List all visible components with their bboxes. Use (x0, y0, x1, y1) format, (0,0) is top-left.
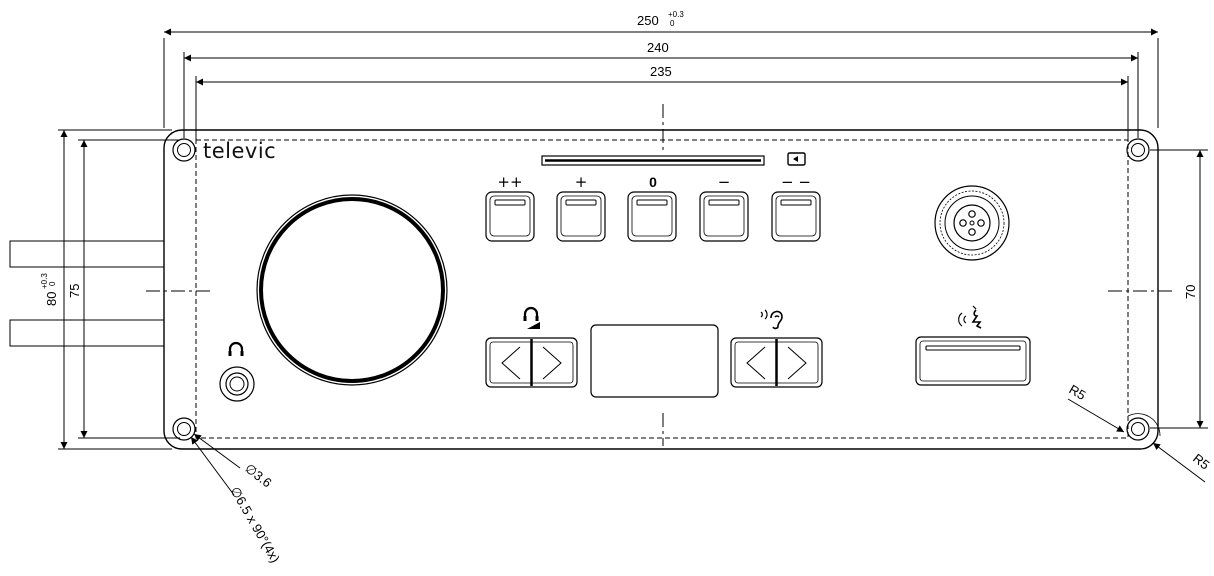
dim-75-label: 75 (67, 284, 82, 298)
mounting-hole-bottom-left (172, 417, 196, 441)
speaker-request-button[interactable] (915, 336, 1031, 386)
dimension-overall-width: 250 +0.3 0 (163, 10, 1159, 128)
dim-235-label: 235 (650, 64, 672, 79)
channel-selector-right[interactable] (730, 337, 823, 388)
speaker-request-icon (958, 305, 982, 329)
annotation-radius-left: R5 (1067, 382, 1125, 433)
headphone-jack[interactable] (219, 366, 255, 402)
hearing-icon (760, 309, 783, 330)
led-bar-display (541, 155, 765, 166)
dimension-inner-height: 75 (67, 139, 180, 439)
button-plus-label: + (575, 173, 588, 191)
dimension-overall-height: 80 +0.3 0 (40, 129, 172, 450)
dimension-hole-spacing: 240 (183, 40, 1139, 138)
headphone-icon (228, 341, 244, 356)
radius-right-label: R5 (1190, 451, 1212, 473)
dim-240-label: 240 (647, 40, 669, 55)
dim-80-tol-plus: +0.3 (40, 273, 49, 289)
dimension-cutout-width: 235 (195, 64, 1129, 142)
annotation-countersink: ∅6.5 x 90°(4x) (190, 436, 283, 565)
dim-250-tol-minus: 0 (670, 19, 675, 28)
button-plus-plus[interactable]: ++ (485, 173, 535, 242)
channel-selector-left[interactable] (485, 337, 578, 388)
button-minus-label: − (718, 173, 731, 191)
left-arrow-icon (787, 152, 806, 166)
panel-outline (163, 129, 1159, 450)
annotation-hole-diameter: ∅3.6 (193, 433, 275, 491)
countersink-label: ∅6.5 x 90°(4x) (227, 484, 283, 565)
button-zero-label: 0 (649, 174, 657, 190)
button-zero[interactable]: 0 (627, 174, 677, 242)
headphone-channel-icon (523, 306, 540, 329)
brand-logo: televic (203, 139, 276, 163)
mounting-bracket (9, 240, 165, 347)
dim-80-tol-minus: 0 (48, 281, 57, 286)
dim-250-label: 250 (637, 13, 659, 28)
mounting-hole-top-right (1126, 138, 1150, 162)
lcd-display (590, 324, 719, 398)
microphone-connector[interactable] (934, 185, 1010, 261)
button-plus-plus-label: ++ (497, 173, 522, 191)
button-minus-minus-label: − − (781, 173, 811, 191)
dimension-hole-spacing-vertical: 70 (1150, 149, 1208, 429)
mounting-hole-bottom-right (1126, 417, 1150, 441)
button-minus-minus[interactable]: − − (771, 173, 821, 242)
centerlines (146, 104, 1176, 446)
volume-knob[interactable] (256, 194, 448, 386)
radius-left-label: R5 (1067, 382, 1089, 403)
button-plus[interactable]: + (556, 173, 606, 242)
dim-70-label: 70 (1183, 285, 1198, 299)
mounting-hole-top-left (172, 138, 196, 162)
hole-diameter-label: ∅3.6 (242, 461, 274, 491)
button-minus[interactable]: − (699, 173, 749, 242)
dim-250-tol-plus: +0.3 (668, 10, 684, 19)
dim-80-label: 80 (44, 292, 59, 306)
